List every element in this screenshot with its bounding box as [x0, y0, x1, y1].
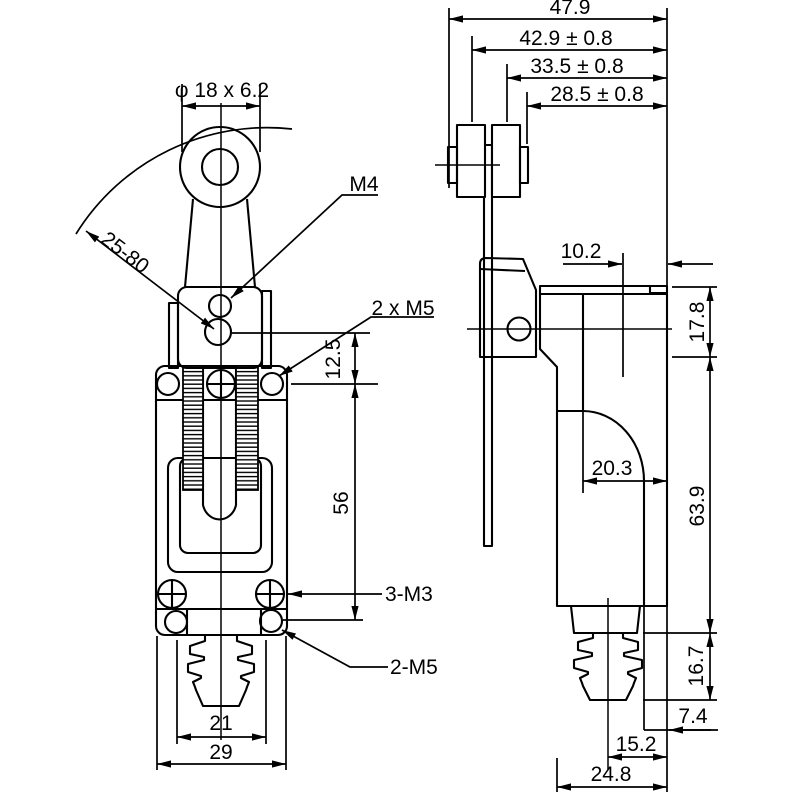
dim-bellows-height: 16.7	[685, 646, 708, 687]
dim-bellows-inset: 7.4	[678, 705, 708, 728]
m5-hole-top-left	[155, 371, 181, 397]
pivot-hole	[203, 317, 233, 347]
dim-base-depth: 24.8	[591, 763, 632, 786]
bellows-front	[186, 633, 256, 708]
m5-hole-bottom-left	[163, 609, 189, 635]
lever-edge-left	[183, 198, 195, 288]
dim-body-width: 29	[209, 741, 232, 764]
dim-front-body-height: 56	[330, 491, 353, 514]
spring-band-left	[182, 365, 204, 491]
dim-plunger-pitch: 21	[209, 712, 232, 735]
side-view	[435, 123, 672, 770]
roller-axle-right	[518, 145, 530, 185]
m4-leader	[230, 194, 378, 299]
side-pivot-hole	[506, 316, 532, 342]
plunger-channel	[201, 366, 238, 521]
bellows-side	[572, 631, 644, 702]
m5-hole-bottom-right	[258, 608, 284, 634]
dimension-labels: φ 18 x 6.2 M4 2 x M5 25-80 12.5 56 3-M3 …	[97, 0, 709, 786]
roller-outer	[178, 125, 262, 209]
label-m4: M4	[349, 173, 378, 196]
dim-lever-angle: 25-80	[97, 227, 154, 278]
side-roller-2	[490, 123, 522, 199]
head-bracket-left	[167, 301, 180, 370]
front-view	[75, 103, 293, 740]
side-body	[538, 284, 669, 608]
side-roller-1	[455, 123, 487, 199]
dim-hole-offset: 12.5	[322, 339, 345, 380]
side-lever-rod	[482, 143, 494, 548]
dim-roller1-center: 42.9 ± 0.8	[519, 27, 612, 50]
head-block	[176, 285, 264, 370]
dim-side-body-height: 63.9	[686, 486, 709, 527]
head-bracket-right	[260, 289, 273, 370]
dim-roller-edge: 28.5 ± 0.8	[550, 83, 643, 106]
angle-range-arrow	[85, 230, 215, 330]
side-holes-leader	[278, 316, 434, 377]
roller-hub	[200, 147, 240, 187]
bottom-hole-leader	[281, 629, 388, 668]
m5-hole-top-right	[259, 371, 285, 397]
side-head	[478, 256, 538, 359]
slot-inner	[178, 456, 263, 555]
label-bottom-holes: 2-M5	[390, 656, 438, 679]
swing-arc	[75, 126, 293, 235]
side-neck	[569, 605, 642, 635]
dim-top-depth: 10.2	[561, 240, 602, 263]
dim-roller2-center: 33.5 ± 0.8	[530, 55, 623, 78]
label-side-holes: 2 x M5	[371, 297, 434, 320]
dim-body-depth: 20.3	[592, 457, 633, 480]
label-cover-screws: 3-M3	[385, 583, 433, 606]
dim-overall-width: 47.9	[550, 0, 591, 19]
dimension-annotations	[85, 8, 718, 792]
m4-hole	[207, 293, 233, 319]
side-body-arc	[582, 409, 646, 482]
spring-band-right	[235, 365, 259, 491]
dim-roller-diameter: φ 18 x 6.2	[175, 79, 269, 102]
dim-head-height: 17.8	[686, 302, 709, 343]
lever-edge-right	[245, 198, 257, 288]
dim-plunger-center: 15.2	[616, 733, 657, 756]
